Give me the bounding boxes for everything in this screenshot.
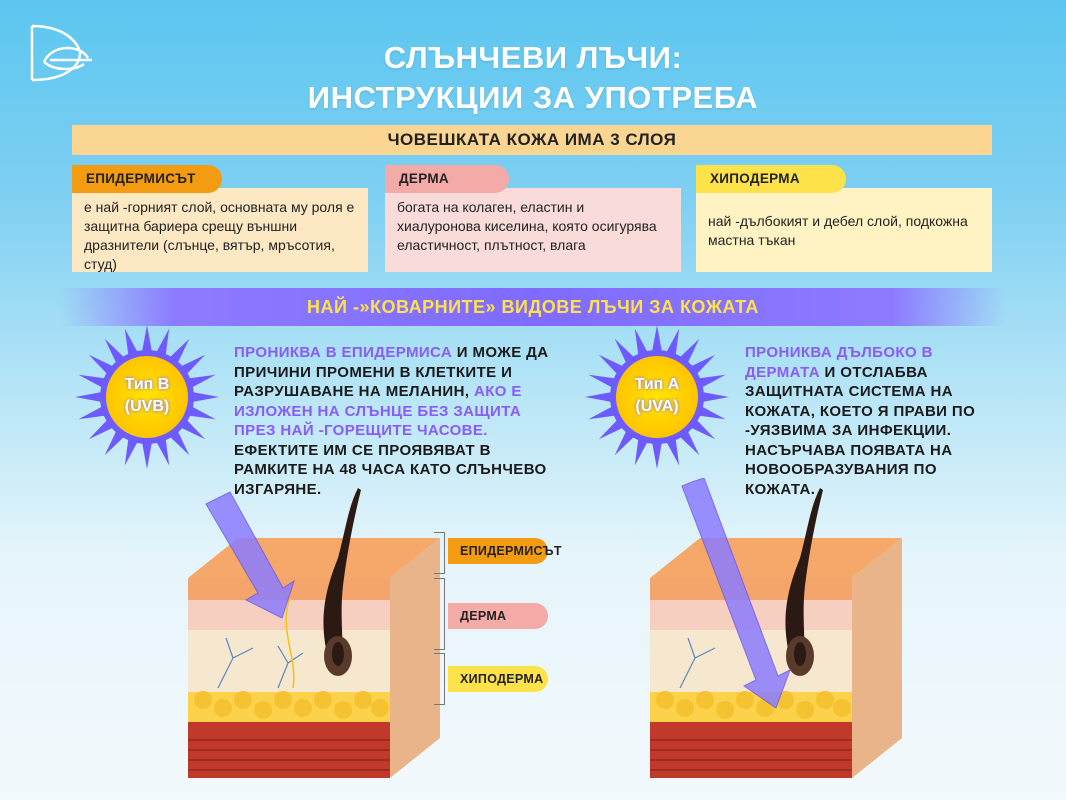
- uvb-text-1: И МОЖЕ ДА ПРИЧИНИ ПРОМЕНИ В КЛЕТКИТЕ И Р…: [234, 344, 549, 400]
- page-title-line2: ИНСТРУКЦИИ ЗА УПОТРЕБА: [307, 80, 759, 115]
- diagram-label-hypodermis: ХИПОДЕРМА: [448, 666, 548, 692]
- brand-logo: [30, 24, 92, 82]
- dermis-bracket: [434, 578, 445, 650]
- uva-type-label: Тип А: [634, 376, 680, 393]
- uva-text-1: И ОТСЛАБВА ЗАЩИТНАТА СИСТЕМА НА КОЖАТА, …: [745, 363, 976, 498]
- uva-sun: Тип А (UVA): [582, 322, 732, 472]
- dermis-description: богата на колаген, еластин и хиалуронова…: [385, 188, 681, 272]
- layers-banner: ЧОВЕШКАТА КОЖА ИМА 3 СЛОЯ: [72, 125, 992, 155]
- hypodermis-bracket: [434, 653, 445, 705]
- uva-code-label: (UVA): [635, 398, 679, 415]
- page-title-line1: СЛЪНЧЕВИ ЛЪЧИ:: [383, 40, 683, 75]
- dermis-tab: ДЕРМА: [385, 165, 509, 193]
- diagram-label-epidermis: ЕПИДЕРМИСЪТ: [448, 538, 561, 564]
- uva-highlight-1: ПРОНИКВА ДЪЛБОКО В ДЕРМАТА: [745, 344, 933, 381]
- uvb-highlight-2: АКО Е ИЗЛОЖЕН НА СЛЪНЦЕ БЕЗ ЗАЩИТА ПРЕЗ …: [234, 383, 522, 439]
- epidermis-description: е най -горният слой, основната му роля е…: [72, 188, 368, 272]
- epidermis-bracket: [434, 532, 445, 574]
- skin-cross-section-uva: [650, 478, 902, 778]
- rays-banner: НАЙ -»КОВАРНИТЕ» ВИДОВЕ ЛЪЧИ ЗА КОЖАТА: [60, 288, 1006, 326]
- diagram-label-dermis: ДЕРМА: [448, 603, 548, 629]
- uva-description: ПРОНИКВА ДЪЛБОКО В ДЕРМАТА И ОТСЛАБВА ЗА…: [745, 343, 1007, 499]
- skin-cross-section-uvb: [188, 488, 440, 778]
- uvb-description: ПРОНИКВА В ЕПИДЕРМИСА И МОЖЕ ДА ПРИЧИНИ …: [234, 343, 564, 499]
- hypodermis-description: най -дълбокият и дебел слой, подкожна ма…: [696, 188, 992, 272]
- epidermis-tab: ЕПИДЕРМИСЪТ: [72, 165, 222, 193]
- uvb-type-label: Тип В: [124, 376, 170, 393]
- uvb-sun: Тип В (UVB): [72, 322, 222, 472]
- sun-icon: [75, 325, 219, 469]
- hypodermis-tab: ХИПОДЕРМА: [696, 165, 846, 193]
- sun-icon: [585, 325, 729, 469]
- uvb-highlight-1: ПРОНИКВА В ЕПИДЕРМИСА: [234, 344, 453, 361]
- uvb-code-label: (UVB): [124, 398, 170, 415]
- uvb-text-2: ЕФЕКТИТЕ ИМ СЕ ПРОЯВЯВАТ В РАМКИТЕ НА 48…: [234, 441, 547, 498]
